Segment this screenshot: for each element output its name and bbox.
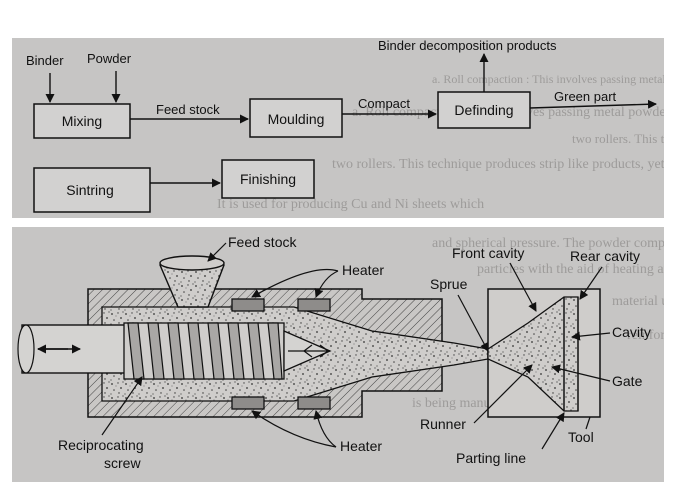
sprue-label: Sprue xyxy=(430,276,468,292)
powder-label: Powder xyxy=(87,51,132,66)
heater-bottom-label: Heater xyxy=(340,438,382,454)
moulding-box xyxy=(249,98,343,138)
background-text-5: It is used for producing Cu and Ni sheet… xyxy=(217,197,484,212)
background-text-4: two rollers. This technique produces str… xyxy=(332,157,664,172)
heater-top-leader-1 xyxy=(251,268,339,298)
rear-cavity-leader xyxy=(579,266,603,300)
reciprocating-screw-label-2: screw xyxy=(104,455,141,471)
green-part-arrow xyxy=(529,99,657,109)
heater-top-right xyxy=(297,298,331,312)
gate-label: Gate xyxy=(612,373,643,389)
feed-stock-leader xyxy=(207,242,227,262)
binder-products-label: Binder decomposition products xyxy=(378,38,557,53)
tip-arrow-left xyxy=(303,344,313,358)
background-text-7: particles with the aid of heating and ap… xyxy=(477,262,664,277)
feed-stock-machine-label: Feed stock xyxy=(228,234,297,250)
process-flowchart-panel: a. Roll compaction : This involves passi… xyxy=(12,38,664,218)
tool-leader xyxy=(585,416,591,430)
cavity-label: Cavity xyxy=(612,324,651,340)
heater-top-left xyxy=(231,298,265,312)
screw-flights xyxy=(127,322,283,380)
tip-arrow-right xyxy=(319,344,329,358)
runner-leader xyxy=(473,364,533,424)
front-cavity-label: Front cavity xyxy=(452,245,524,261)
parting-line-leader xyxy=(541,412,565,450)
finishing-box xyxy=(221,159,315,199)
feed-stock-label: Feed stock xyxy=(156,102,220,117)
sprue-leader xyxy=(457,294,489,352)
sintring-label: Sintring xyxy=(66,182,113,198)
heater-top-label: Heater xyxy=(342,262,384,278)
heater-top-leader-2 xyxy=(314,270,339,298)
rear-cavity-label: Rear cavity xyxy=(570,248,640,264)
shaft-end xyxy=(17,324,35,374)
background-text-6: and spherical pressure. The powder compa… xyxy=(432,236,664,251)
finishing-label: Finishing xyxy=(240,171,296,187)
definding-label: Definding xyxy=(454,102,513,118)
heater-bottom-right xyxy=(297,396,331,410)
binder-label: Binder xyxy=(26,53,64,68)
front-cavity-leader xyxy=(509,262,537,312)
runner-label: Runner xyxy=(420,416,466,432)
background-text-1: a. Roll compaction : This involves passi… xyxy=(432,72,664,86)
mixing-label: Mixing xyxy=(62,113,102,129)
heater-bottom-leader-1 xyxy=(251,410,337,448)
mixing-box xyxy=(33,103,131,139)
heater-bottom-leader-2 xyxy=(313,410,337,448)
reciprocating-screw-leader xyxy=(101,376,143,436)
injection-moulding-panel: and spherical pressure. The powder compa… xyxy=(12,227,664,482)
background-text-8: material used, when the mold to its temp… xyxy=(612,294,664,309)
reciprocating-screw-label-1: Reciprocating xyxy=(58,437,144,453)
background-text-9: reinforced xyxy=(627,328,664,343)
tool-label: Tool xyxy=(568,429,594,445)
background-text-2: two rollers. This technique produces str… xyxy=(572,131,664,146)
gate-leader xyxy=(551,364,611,382)
green-part-label: Green part xyxy=(554,89,617,104)
hopper-opening xyxy=(159,255,225,271)
compact-label: Compact xyxy=(358,96,410,111)
moulding-label: Moulding xyxy=(268,111,325,127)
sintring-box xyxy=(33,167,151,213)
parting-line-label: Parting line xyxy=(456,450,526,466)
heater-bottom-left xyxy=(231,396,265,410)
cavity-leader xyxy=(571,331,611,341)
